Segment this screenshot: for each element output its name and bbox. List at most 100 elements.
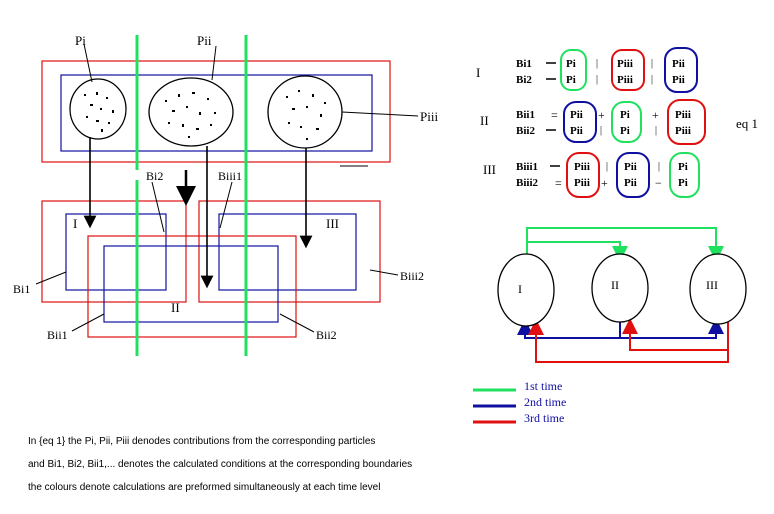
node-i [497,253,555,327]
legend-2nd: 2nd time [524,395,566,409]
equation-i: I Bi1 Bi2 Pi Pi | | Piii Piii | | Pii Pi… [476,47,698,93]
eq-i-row1: Bi1 [516,58,532,70]
eq-i-c-bot: Pii [672,74,685,86]
eq-i-number: I [476,65,480,80]
pii-leader [211,45,217,81]
piii-leader [341,111,419,117]
eq-ii-pii-group [563,101,597,143]
note-line-2: and Bi1, Bi2, Bii1,... denotes the calcu… [28,459,412,470]
eq-i-op1: | [596,58,598,69]
particle-pii [148,77,234,147]
label-bii2: Bii2 [316,328,337,342]
region-label-iii: III [326,216,339,231]
red-paths [528,316,729,363]
node-i-label: I [518,282,522,296]
region-i-boxes [41,200,187,303]
eq-i-row2: Bi2 [516,74,532,86]
node-iii [689,253,747,325]
eq-iii-row1: Biii1 [516,161,538,173]
legend: 1st time 2nd time 3rd time [473,379,566,425]
note-line-3: the colours denote calculations are pref… [28,482,380,493]
label-biii1: Biii1 [218,169,242,183]
eq-i-b-top: Piii [617,58,633,70]
bii2-leader [279,313,315,333]
node-iii-label: III [706,278,718,292]
eq-iii-op4: − [655,176,662,190]
eq-ii-a-bot: Pii [570,125,583,137]
green-boundary-lines [135,35,248,356]
bi1-leader [35,271,67,285]
eq-i-op3: | [651,58,653,69]
eq-ii-b-top: Pi [620,109,630,121]
eq-iii-op1: | [606,161,608,172]
node-ii-label: II [611,278,619,292]
eq-iii-c-top: Pi [678,161,688,173]
legend-3rd: 3rd time [524,411,564,425]
eq-ii-number: II [480,113,489,128]
note-line-1: In {eq 1} the Pi, Pii, Piii denodes cont… [28,436,375,447]
equation-ii: II Bii1 Bii2 = Pii Pii + | Pi Pi + | Pii… [480,99,706,145]
bii1-leader [71,313,105,332]
eq-iii-b-bot: Pii [624,177,637,189]
pi-leader [83,43,93,83]
eq-iii-a-top: Piii [574,161,590,173]
eq-i-a-bot: Pi [566,74,576,86]
label-biii2: Biii2 [400,269,424,283]
eq-i-piii-group [611,49,645,91]
label-pii: Pii [197,33,212,48]
particle-container [41,60,391,167]
region-iii-boxes [198,200,381,303]
navy-paths [517,318,724,339]
eq-ii-op3: + [652,108,659,122]
eq-i-c-top: Pii [672,58,685,70]
label-bi1: Bi1 [13,282,30,296]
eq-iii-a-bot: Piii [574,177,590,189]
eq-ii-row1: Bii1 [516,109,535,121]
eq-ii-a-top: Pii [570,109,583,121]
eq-ii-op4: | [655,125,657,136]
eq-label: eq 1 [736,116,758,131]
eq-iii-eq2: = [555,176,562,190]
equation-iii: III Biii1 Biii2 = Piii Piii | + Pii Pii … [483,152,700,198]
eq-i-a-top: Pi [566,58,576,70]
eq-ii-pi-group [611,101,642,143]
label-pi: Pi [75,33,86,48]
eq-iii-row2: Biii2 [516,177,539,189]
notes: In {eq 1} the Pi, Pii, Piii denodes cont… [28,436,412,493]
eq-i-op4: | [651,74,653,85]
label-bi2: Bi2 [146,169,163,183]
eq-ii-c-bot: Piii [675,125,691,137]
label-piii: Piii [420,109,438,124]
eq-i-pi-group [560,49,587,91]
eq-iii-op3: | [658,161,660,172]
region-label-i: I [73,216,77,231]
eq-iii-c-bot: Pi [678,177,688,189]
eq-iii-b-top: Pii [624,161,637,173]
eq-ii-op1: + [598,108,605,122]
eq-ii-piii-group [667,99,706,145]
node-ii [591,253,649,323]
eq-iii-number: III [483,162,496,177]
eq-iii-op2: + [601,176,608,190]
region-label-ii: II [171,300,180,315]
biii2-leader [369,269,399,276]
eq-iii-pi-group [669,152,700,198]
eq-ii-eq1: = [551,108,558,122]
eq-iii-pii-group [616,152,650,198]
bi2-leader [151,181,165,233]
eq-ii-c-top: Piii [675,109,691,121]
eq-ii-b-bot: Pi [620,125,630,137]
green-paths [526,227,724,262]
eq-i-pii-group [664,47,698,93]
biii1-leader [219,181,233,229]
eq-ii-row2: Bii2 [516,125,535,137]
particle-piii [267,75,343,149]
eq-i-b-bot: Piii [617,74,633,86]
label-bii1: Bii1 [47,328,68,342]
eq-iii-piii-group [566,152,600,198]
eq-i-op2: | [596,74,598,85]
eq-ii-op2: | [600,125,602,136]
particle-pi [69,78,127,140]
legend-1st: 1st time [524,379,562,393]
